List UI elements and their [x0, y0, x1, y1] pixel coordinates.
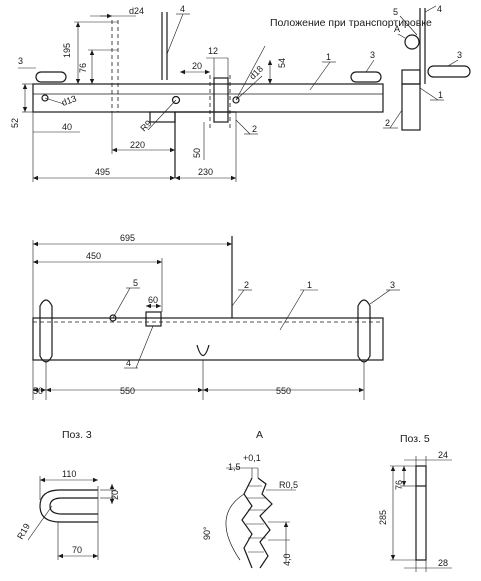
- dim-pos3-110: 110: [62, 469, 76, 479]
- callout-top-1: 1: [326, 52, 331, 62]
- callout-top-2: 2: [252, 124, 257, 134]
- detail-a: А 90° 1,5 +0,1 R0,5 4,0: [202, 429, 298, 569]
- hole-d13: [41, 94, 49, 102]
- dim-a-r0-5: R0,5: [279, 480, 298, 490]
- dim-195: 195: [62, 43, 72, 58]
- pos5-bar: [415, 465, 427, 561]
- detail-a-title: А: [256, 429, 263, 441]
- detail-a-profile: [257, 477, 273, 569]
- dim-550-right: 550: [276, 386, 291, 396]
- dim-495: 495: [95, 167, 110, 177]
- dim-pos5-24: 24: [438, 450, 448, 460]
- dim-550-left: 550: [120, 386, 135, 396]
- dim-pos5-285: 285: [378, 510, 388, 525]
- dim-a-1-5: 1,5: [228, 462, 241, 472]
- callout-side-1: 1: [438, 90, 443, 100]
- dim-d18: d18: [247, 64, 265, 82]
- pos3-detail: Поз. 3 110 20 R19 70: [15, 429, 120, 560]
- dim-pos5-76: 76: [394, 480, 404, 490]
- callout-top-3b: 3: [18, 56, 23, 66]
- side-view: 5 4 3 A 1 2: [383, 4, 471, 131]
- dim-695: 695: [120, 233, 135, 243]
- callout-side-5: 5: [393, 7, 398, 17]
- callout-side-4: 4: [437, 4, 442, 14]
- callout-top-4: 4: [180, 4, 185, 14]
- loop-left: [35, 71, 67, 83]
- loop-front-left: [39, 299, 53, 340]
- dim-230: 230: [198, 167, 213, 177]
- callout-front-5: 5: [133, 278, 138, 288]
- dim-pos3-20: 20: [110, 490, 120, 500]
- transport-position-note: Положение при транспортировке: [270, 17, 432, 29]
- dim-pos3-70: 70: [72, 545, 82, 555]
- dim-54: 54: [277, 58, 287, 68]
- pos5-detail: Поз. 5 285 76 24 28: [378, 433, 452, 572]
- loop-front-right: [357, 299, 371, 340]
- callout-front-4: 4: [126, 358, 131, 368]
- dim-450: 450: [86, 251, 101, 261]
- dim-76: 76: [78, 63, 88, 73]
- callout-front-3: 3: [390, 280, 395, 290]
- dim-40: 40: [62, 122, 72, 132]
- callout-side-2: 2: [385, 118, 390, 128]
- loop-front-middle: [196, 344, 210, 357]
- dim-50-front: 50: [33, 386, 43, 396]
- dim-r9: R9: [138, 118, 153, 133]
- dim-d24: d24: [129, 6, 144, 16]
- top-view: d24 195 76 52 40 220 495 230 50 12 20 54…: [10, 4, 432, 182]
- callout-side-a: A: [394, 24, 400, 34]
- dim-a-90deg: 90°: [202, 526, 212, 540]
- callout-top-3a: 3: [370, 50, 375, 60]
- dim-52: 52: [10, 118, 20, 128]
- dim-20: 20: [192, 61, 202, 71]
- dim-220: 220: [130, 140, 145, 150]
- beam-front: [32, 317, 384, 361]
- pos5-title: Поз. 5: [400, 433, 430, 445]
- side-loop: [427, 65, 471, 78]
- dim-a-4-0: 4,0: [282, 553, 292, 566]
- callout-front-1: 1: [307, 280, 312, 290]
- pos3-title: Поз. 3: [62, 429, 92, 441]
- dim-d13: d13: [60, 93, 78, 108]
- dim-pos5-28: 28: [438, 558, 448, 568]
- front-view: 695 450 60 50 550 550 5 2 1 3 4: [32, 233, 400, 400]
- callout-side-3: 3: [457, 50, 462, 60]
- dim-60: 60: [148, 295, 158, 305]
- dim-50: 50: [192, 148, 202, 158]
- dim-a-tolerance: +0,1: [243, 453, 261, 463]
- beam-top: [32, 83, 384, 113]
- dim-12: 12: [208, 46, 218, 56]
- loop-right: [350, 71, 382, 83]
- pos3-loop-outer: [39, 489, 98, 523]
- callout-front-2: 2: [244, 280, 249, 290]
